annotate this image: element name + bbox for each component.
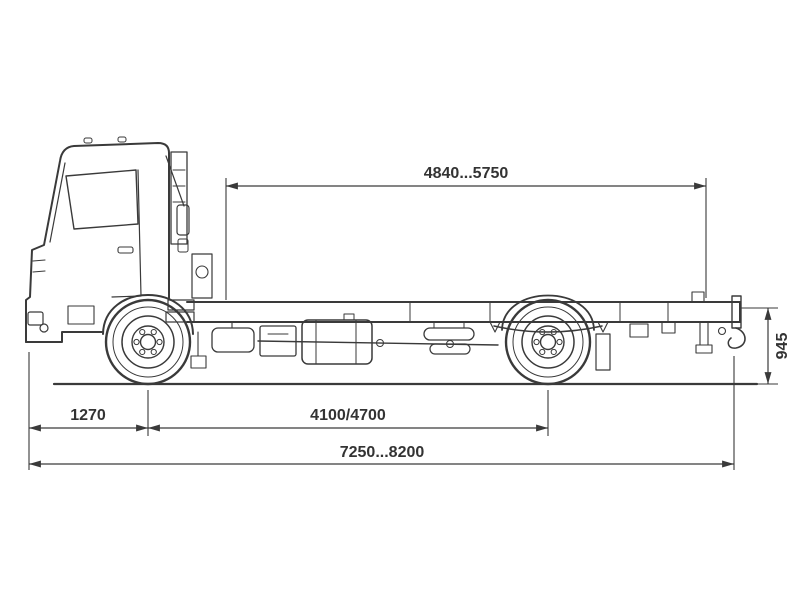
mirror-arm <box>165 155 185 207</box>
chassis-frame <box>186 291 741 365</box>
air-reservoir <box>429 343 471 355</box>
cab-step-lower <box>165 311 195 323</box>
spring-shackle <box>597 321 609 333</box>
headlight <box>27 311 44 326</box>
rear-bracket <box>695 344 713 354</box>
under-cab-component <box>67 305 95 325</box>
label-front-overhang: 1270 <box>70 407 106 424</box>
roof-marker-lamp <box>117 136 127 143</box>
air-reservoir <box>423 327 475 341</box>
muffler <box>211 327 255 353</box>
hitch-pin <box>717 326 727 336</box>
rear-hitch <box>717 295 746 349</box>
windshield-edge <box>49 162 66 243</box>
frame-component <box>629 323 649 338</box>
fuel-filler-cap <box>343 313 355 321</box>
cab <box>25 136 213 369</box>
extension-lines <box>28 178 778 470</box>
label-wheelbase: 4100/4700 <box>310 407 386 424</box>
rear-mudflap <box>595 333 611 371</box>
dimension-annotations: 4840...5750 945 1270 4100/4700 7250...82… <box>28 165 791 470</box>
label-top-span: 4840...5750 <box>424 165 509 182</box>
air-intake-stack <box>170 151 188 245</box>
rear-leaf-spring <box>493 325 603 333</box>
door-seam <box>111 169 142 298</box>
door-window <box>65 169 139 230</box>
door-handle <box>117 246 134 254</box>
front-fender <box>102 294 194 335</box>
truck-side-view <box>25 136 759 386</box>
front-mudflap <box>190 355 207 369</box>
grille-line <box>32 270 46 273</box>
label-overall-length: 7250...8200 <box>340 444 425 461</box>
tail-lamp-bracket <box>691 291 705 303</box>
tow-hook <box>727 327 746 349</box>
wide-angle-mirror <box>177 238 189 253</box>
driveshaft <box>257 340 499 346</box>
rear-fender-group <box>501 294 611 371</box>
behind-cab-equipment <box>191 253 213 299</box>
front-tow-pin <box>39 323 49 333</box>
rear-wheel <box>504 298 592 386</box>
front-wheel <box>104 298 192 386</box>
label-frame-height: 945 <box>774 333 791 360</box>
grille-line <box>32 259 46 262</box>
side-mirror <box>176 204 190 236</box>
spring-hanger <box>489 321 501 333</box>
frame-component <box>661 321 676 334</box>
rear-fender <box>501 294 595 331</box>
roof-marker-lamp <box>83 137 93 144</box>
